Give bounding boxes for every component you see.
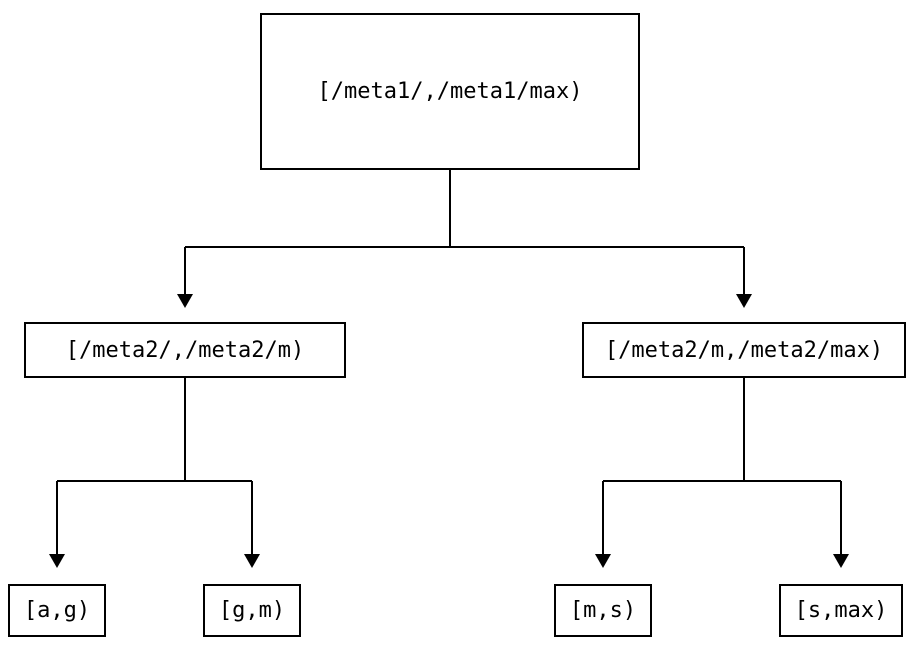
node-left-child: [/meta2/,/meta2/m) — [24, 322, 346, 378]
node-root-label: [/meta1/,/meta1/max) — [317, 79, 583, 104]
node-left-child-label: [/meta2/,/meta2/m) — [65, 337, 305, 363]
node-leaf-gm-label: [g,m) — [218, 598, 286, 623]
node-right-child: [/meta2/m,/meta2/max) — [582, 322, 906, 378]
node-leaf-smax: [s,max) — [779, 584, 903, 637]
arrow-down-icon — [736, 294, 752, 308]
arrow-down-icon — [595, 554, 611, 568]
node-leaf-ms: [m,s) — [554, 584, 652, 637]
node-leaf-ag-label: [a,g) — [23, 598, 91, 623]
node-leaf-ms-label: [m,s) — [569, 598, 637, 623]
node-leaf-smax-label: [s,max) — [794, 598, 888, 623]
arrow-down-icon — [177, 294, 193, 308]
node-right-child-label: [/meta2/m,/meta2/max) — [604, 337, 884, 363]
node-leaf-gm: [g,m) — [203, 584, 301, 637]
node-leaf-ag: [a,g) — [8, 584, 106, 637]
node-root: [/meta1/,/meta1/max) — [260, 13, 640, 170]
arrow-down-icon — [833, 554, 849, 568]
arrow-down-icon — [244, 554, 260, 568]
arrow-down-icon — [49, 554, 65, 568]
